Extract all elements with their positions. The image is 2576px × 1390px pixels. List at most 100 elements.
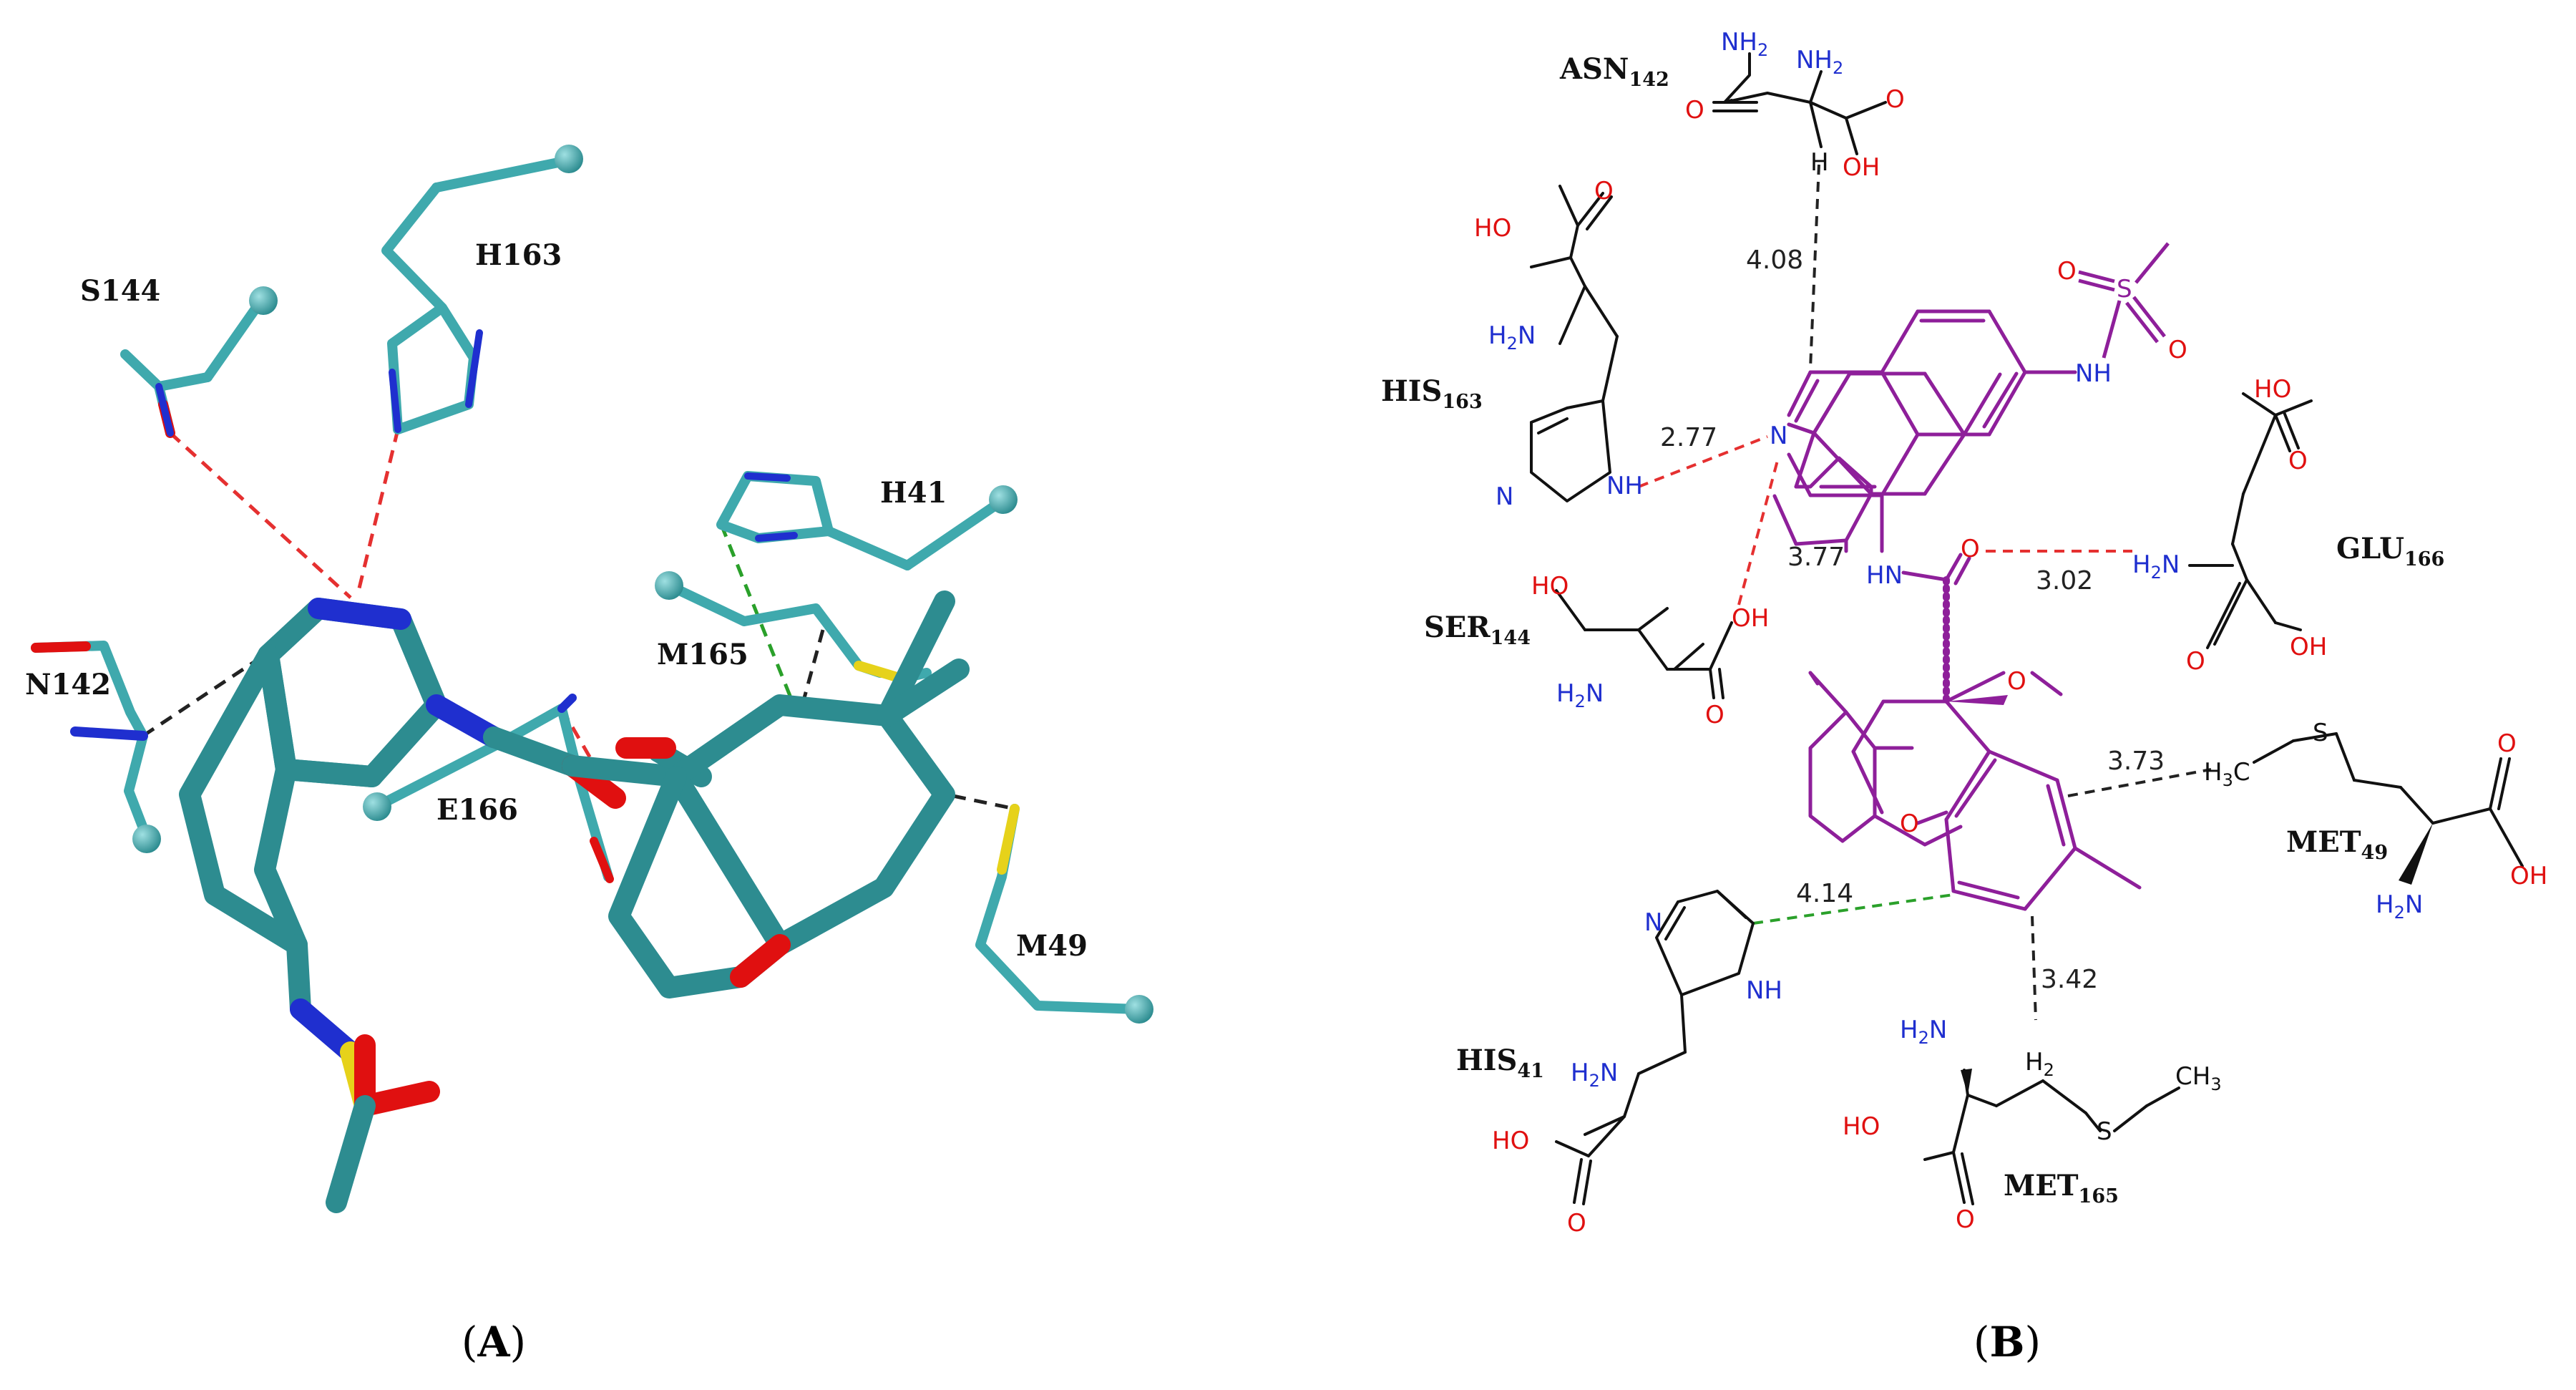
ca-m165 xyxy=(655,571,683,600)
contact-met165-line xyxy=(2031,915,2037,1021)
panel-b-residue-labels: ASN142 HIS163 SER144 GLU166 MET49 HIS41 … xyxy=(1381,52,2444,1207)
distance-ser144: 3.77 xyxy=(1787,543,1845,572)
panel-b-2d-map: N NH HN O O O S O O xyxy=(1381,28,2547,1366)
panel-b-interactions xyxy=(1638,164,2212,1021)
ca-atoms xyxy=(132,145,1153,1024)
met165-h2n: H2N xyxy=(1900,1016,1947,1048)
panel-a-label: (A) xyxy=(462,1318,526,1366)
ligand-2d xyxy=(1772,371,2002,847)
label-h163: H163 xyxy=(475,238,562,272)
asn142-oh: OH xyxy=(1843,153,1880,182)
panel-a-labels: S144 H163 N142 H41 M165 E166 M49 xyxy=(25,238,1088,963)
label-ser144: SER144 xyxy=(1424,611,1531,649)
asn142-nh2-amide: NH2 xyxy=(1721,28,1768,60)
his163-o: O xyxy=(1594,177,1614,205)
glu166-oh: OH xyxy=(2290,633,2327,661)
label-met165: MET165 xyxy=(2004,1169,2119,1207)
label-asn142: ASN142 xyxy=(1559,52,1669,91)
contact-m165 xyxy=(802,629,825,699)
ligand-hn-amide: HN xyxy=(1866,561,1903,590)
ca-m49 xyxy=(1125,995,1153,1024)
pi-h41 xyxy=(719,524,795,704)
his41-ho: HO xyxy=(1492,1127,1529,1155)
label-n142: N142 xyxy=(25,668,111,701)
hbond-h163 xyxy=(356,429,400,595)
label-met49: MET49 xyxy=(2286,825,2388,864)
glu166-o-side: O xyxy=(2288,447,2308,475)
label-his163: HIS163 xyxy=(1381,374,1483,413)
asn142-h: H xyxy=(1810,148,1829,177)
stereo-wedge xyxy=(1946,695,2008,705)
met165-wedge xyxy=(1961,1069,1972,1095)
distance-his163: 2.77 xyxy=(1660,423,1717,452)
met49-h3c: H3C xyxy=(2204,758,2250,790)
distance-met49: 3.73 xyxy=(2107,747,2165,776)
label-h41: H41 xyxy=(880,476,947,510)
ligand-o-sulfonyl-1: O xyxy=(2057,257,2077,286)
sulfonyl-bonds xyxy=(2078,242,2170,359)
residue-h41-stick xyxy=(716,471,1007,570)
ligand-nh-sulfonamide: NH xyxy=(2075,359,2112,388)
asn142-nh2-alpha: NH2 xyxy=(1796,46,1843,78)
asn142-o-carbonyl: O xyxy=(1885,85,1905,114)
distances: 4.08 2.77 3.77 3.02 3.73 4.14 3.42 xyxy=(1660,246,2165,994)
asn142-o-amide: O xyxy=(1685,96,1704,125)
label-e166: E166 xyxy=(436,793,518,827)
ligand-o-ring: O xyxy=(1900,810,1919,838)
his41-h2n: H2N xyxy=(1571,1059,1618,1091)
hbond-ser144-line xyxy=(1737,457,1780,606)
ligand-o-sulfonyl-2: O xyxy=(2168,336,2187,364)
label-m49: M49 xyxy=(1016,929,1088,963)
label-m165: M165 xyxy=(657,638,748,671)
his41-o: O xyxy=(1567,1209,1586,1238)
distance-glu166: 3.02 xyxy=(2036,566,2093,596)
met49-wedge xyxy=(2399,823,2433,885)
distance-his41: 4.14 xyxy=(1796,879,1853,908)
hbond-s144 xyxy=(169,432,352,599)
ser144-ho: HO xyxy=(1531,572,1568,601)
met165-s: S xyxy=(2097,1117,2112,1146)
contact-n142 xyxy=(142,653,266,738)
met49-oh: OH xyxy=(2510,862,2547,890)
ca-h41 xyxy=(989,485,1018,514)
residue-n142-stick xyxy=(31,641,152,842)
ca-s144 xyxy=(249,286,278,315)
label-his41: HIS41 xyxy=(1456,1044,1544,1082)
glu166-o: O xyxy=(2186,647,2205,676)
met49-o: O xyxy=(2497,729,2517,758)
ligand-atoms: N NH HN O O O S O O xyxy=(1770,257,2187,838)
contact-met49-line xyxy=(2067,768,2212,797)
residue-sticks xyxy=(31,156,1143,1014)
distance-asn142: 4.08 xyxy=(1746,246,1803,275)
met49-s: S xyxy=(2313,719,2328,747)
residue-skeletons xyxy=(1530,52,2524,1205)
glu166-h2n: H2N xyxy=(2132,550,2180,583)
ligand-o-methoxy: O xyxy=(2007,667,2026,696)
contact-asn142-line xyxy=(1809,164,1820,369)
ser144-o: O xyxy=(1705,701,1724,729)
met165-h2: H2 xyxy=(2025,1048,2054,1080)
his41-nh: NH xyxy=(1746,976,1782,1005)
ligand-3d xyxy=(179,590,970,1213)
residue-h163-stick xyxy=(381,156,570,434)
distance-met165: 3.42 xyxy=(2041,965,2098,994)
met165-o: O xyxy=(1956,1205,1975,1234)
his41-n: N xyxy=(1644,908,1662,937)
panel-a-3d-pose: S144 H163 N142 H41 M165 E166 M49 (A) xyxy=(25,145,1153,1366)
glu166-ho: HO xyxy=(2254,375,2291,404)
hbond-his163-line xyxy=(1638,435,1768,488)
residue-s144-stick xyxy=(120,296,266,438)
ser144-oh: OH xyxy=(1732,604,1769,633)
residue-atoms: NH2 NH2 O O OH H HO O H2N N NH HO OH O H… xyxy=(1474,28,2547,1238)
ca-n142 xyxy=(132,825,161,853)
panel-b-label: (B) xyxy=(1974,1318,2041,1366)
ligand-o-carbonyl: O xyxy=(1961,535,1980,563)
ser144-h2n: H2N xyxy=(1556,679,1604,711)
label-glu166: GLU166 xyxy=(2336,532,2444,570)
met165-ch3: CH3 xyxy=(2175,1062,2222,1094)
ca-h163 xyxy=(555,145,583,173)
ligand-s-sulfonyl: S xyxy=(2117,275,2132,303)
ca-e166 xyxy=(363,792,391,821)
his163-nh: NH xyxy=(1606,472,1643,500)
